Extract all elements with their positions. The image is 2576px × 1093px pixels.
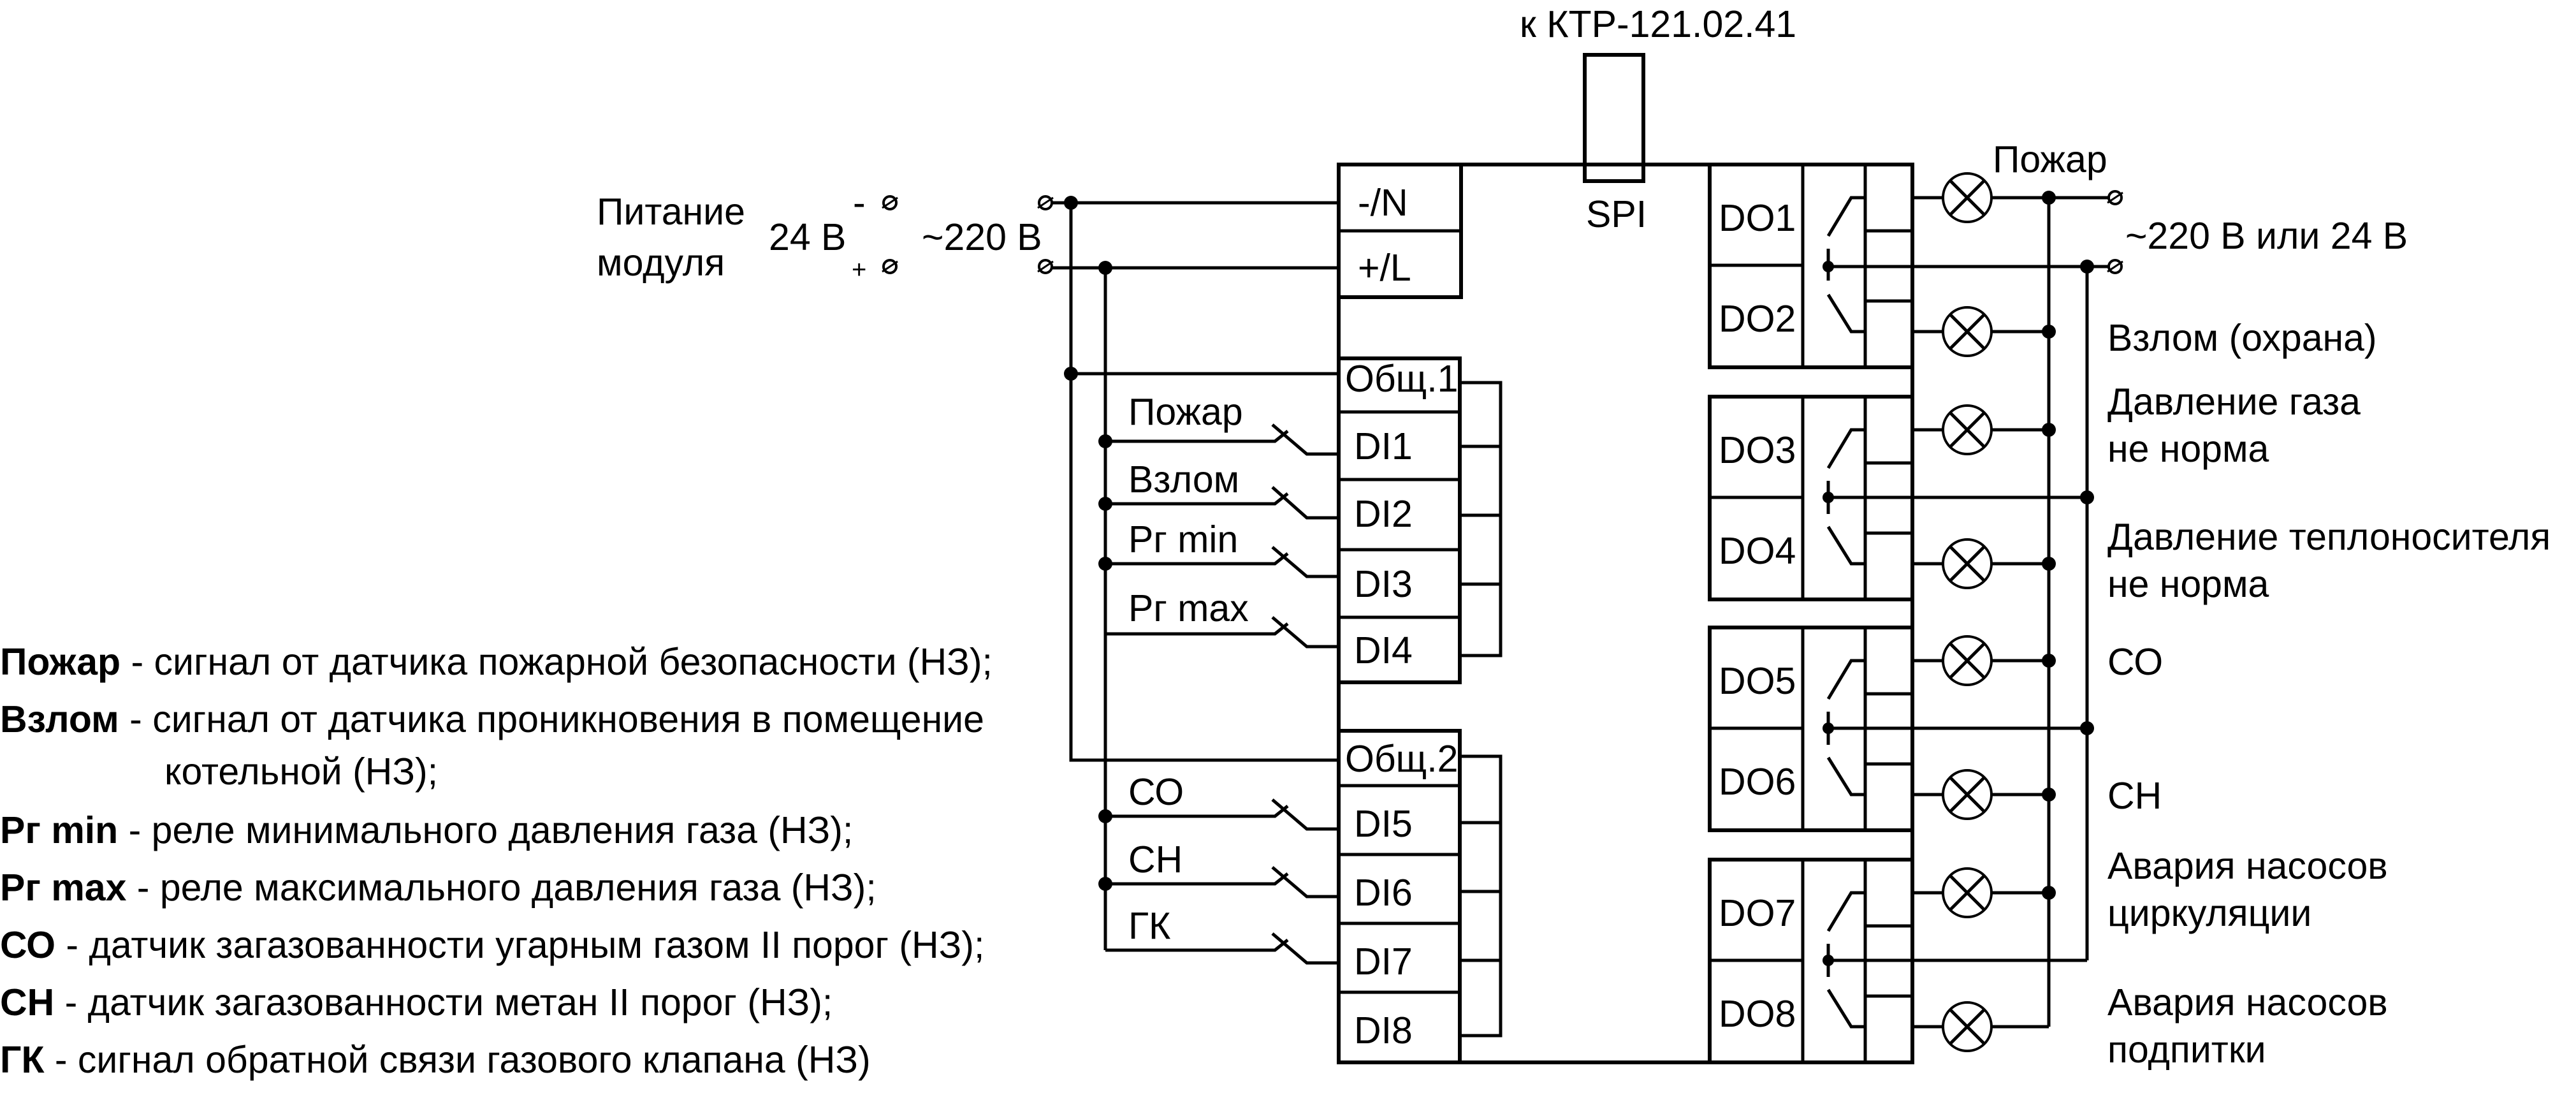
contact-fire: Пожар [1098,391,1339,456]
signal-7-label-line1: Авария насосов [2107,845,2388,887]
contact-ch: СН [1098,839,1339,899]
output-wiring: ~220 В или 24 В [1912,172,2408,1052]
relay-outputs: DO1 DO2 DO3 DO4 [1708,163,1914,1064]
output-supply-terminal-icon [2107,190,2123,274]
lamp-do6 [1912,769,2056,820]
di2-label: DI2 [1354,493,1413,535]
di8-label: DI8 [1354,1009,1413,1052]
legend-row: ГК - сигнал обратной связи газового клап… [0,1039,871,1081]
common1-label: Общ.1 [1345,358,1458,400]
input-contacts: Пожар Взлом Рг min Рг max СО [1098,391,1339,965]
lamp-do3 [1912,404,2056,455]
dc-plus-label: + [852,256,866,284]
di6-label: DI6 [1354,872,1413,914]
contact-gas-min-label: Рг min [1128,518,1238,561]
output-signal-labels: Пожар Взлом (охрана) Давление газа не но… [1993,138,2551,1071]
contact-gk: ГК [1105,905,1339,965]
signal-1-label: Пожар [1993,138,2107,180]
di5-label: DI5 [1354,803,1413,845]
contact-intrusion: Взлом [1098,458,1339,520]
do7-label: DO7 [1719,892,1796,934]
power-terminals: -/N +/L [1337,163,1463,299]
do1-label: DO1 [1719,197,1796,239]
di-group-2: Общ.2 DI5 DI6 DI7 DI8 [1337,729,1503,1064]
relay-block-4: DO7 DO8 [1708,858,1914,1064]
signal-5-label: СО [2107,641,2163,683]
lamp-do5 [1912,635,2056,686]
power-supply: Питание модуля 24 В - + ~220 В [597,182,1054,284]
lamp-do2 [1912,306,2056,357]
interface-target-label: к КТР-121.02.41 [1520,3,1796,45]
lamp-do4 [1912,538,2056,589]
do6-label: DO6 [1719,761,1796,803]
legend: Пожар - сигнал от датчика пожарной безоп… [0,641,993,1081]
di-group-1: Общ.1 DI1 DI2 DI3 DI4 [1337,356,1503,684]
lamp-do8 [1912,1001,2049,1052]
terminal-n-label: -/N [1358,182,1408,224]
signal-3-label-line1: Давление газа [2107,381,2361,423]
do4-label: DO4 [1719,530,1796,572]
dc-minus-label: - [853,182,866,224]
spi-connector: к КТР-121.02.41 SPI [1520,3,1796,235]
contact-co: СО [1098,771,1339,831]
legend-row: Взлом - сигнал от датчика проникновения … [0,698,984,740]
lamp-do7 [1912,867,2056,918]
signal-4-label-line2: не норма [2107,563,2269,605]
dc-terminal-icon [882,195,898,274]
power-title-line1: Питание [597,191,745,233]
lamp-do1 [1912,172,2049,223]
legend-row: Рг min - реле минимального давления газа… [0,809,853,851]
relay-block-2: DO3 DO4 [1708,395,1914,601]
di1-label: DI1 [1354,425,1413,467]
legend-row: СО - датчик загазованности угарным газом… [0,924,984,966]
contact-intrusion-label: Взлом [1128,458,1239,501]
di3-label: DI3 [1354,563,1413,605]
contact-gas-max-label: Рг max [1128,587,1249,629]
relay-block-1: DO1 DO2 [1708,163,1914,369]
di4-label: DI4 [1354,629,1413,671]
terminal-l-label: +/L [1358,247,1411,289]
relay-block-3: DO5 DO6 [1708,626,1914,832]
legend-row: Пожар - сигнал от датчика пожарной безоп… [0,641,993,683]
dc-voltage-label: 24 В [769,216,846,258]
contact-co-label: СО [1128,771,1184,813]
do8-label: DO8 [1719,993,1796,1035]
contact-gas-min: Рг min [1098,518,1339,578]
signal-4-label-line1: Давление теплоносителя [2107,516,2551,558]
legend-row: котельной (НЗ); [164,751,438,793]
signal-8-label-line1: Авария насосов [2107,981,2388,1023]
contact-fire-label: Пожар [1128,391,1243,433]
signal-7-label-line2: циркуляции [2107,892,2311,934]
signal-2-label: Взлом (охрана) [2107,317,2377,359]
common2-label: Общ.2 [1345,738,1458,780]
signal-8-label-line2: подпитки [2107,1029,2266,1071]
legend-row: Рг max - реле максимального давления газ… [0,867,877,909]
contact-ch-label: СН [1128,839,1182,881]
module-body [1337,163,1914,1064]
spi-label: SPI [1586,193,1647,235]
ac-voltage-label: ~220 В [922,216,1042,258]
di7-label: DI7 [1354,941,1413,983]
contact-gk-label: ГК [1128,905,1171,947]
do2-label: DO2 [1719,298,1796,340]
output-supply-label: ~220 В или 24 В [2125,215,2408,257]
do5-label: DO5 [1719,660,1796,702]
ac-terminal-icon [1037,195,1054,274]
signal-3-label-line2: не норма [2107,428,2269,470]
power-wires [1052,196,1339,897]
legend-row: СН - датчик загазованности метан II поро… [0,981,833,1023]
contact-gas-max: Рг max [1105,587,1339,649]
signal-6-label: СН [2107,775,2162,817]
do3-label: DO3 [1719,429,1796,471]
power-title-line2: модуля [597,242,725,284]
